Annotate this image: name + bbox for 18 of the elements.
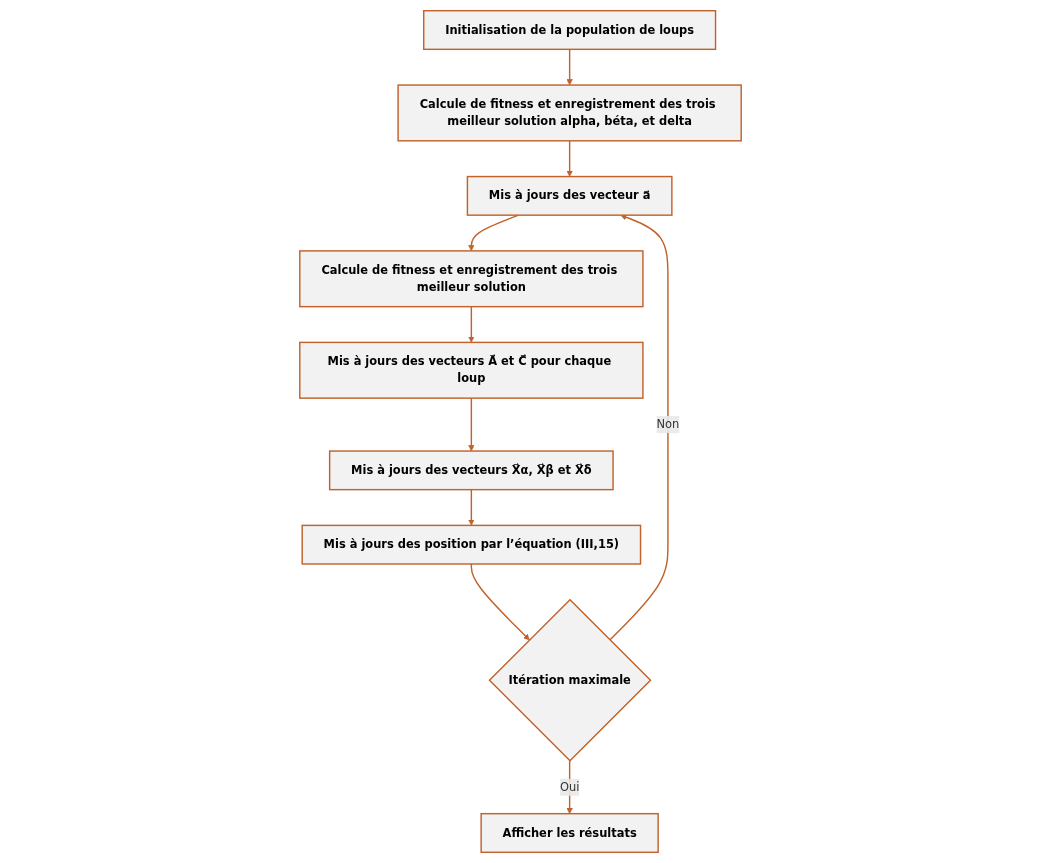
node-box: Calcule de fitness et enregistrement des trois meilleur solution alpha, béta, et delta (397, 84, 742, 142)
node-box: Mis à jours des position par l’équation (III,15) (301, 524, 642, 565)
edge-label: Non (656, 417, 680, 432)
node-box: Afficher les résultats (480, 812, 659, 853)
arrow (609, 214, 669, 641)
node-box: Mis à jours des vecteurs A⃗ et C⃗ pour chaque loup (299, 341, 644, 399)
arrow (468, 397, 475, 452)
node-box: Mis à jours des vecteurs X⃗α, X⃗β et X⃗δ (328, 450, 614, 491)
arrow (566, 140, 573, 177)
arrow (468, 488, 475, 526)
arrow (566, 48, 573, 86)
node-box: Calcule de fitness et enregistrement des trois meilleur solution (299, 250, 644, 308)
node-box: Initialisation de la population de loups (423, 10, 717, 51)
arrow (470, 563, 530, 641)
edge-label: Oui (559, 780, 580, 794)
node-diamond: Itération maximale (488, 598, 652, 762)
node-box: Mis à jours des vecteur a⃗ (466, 175, 673, 216)
arrow (468, 305, 475, 343)
